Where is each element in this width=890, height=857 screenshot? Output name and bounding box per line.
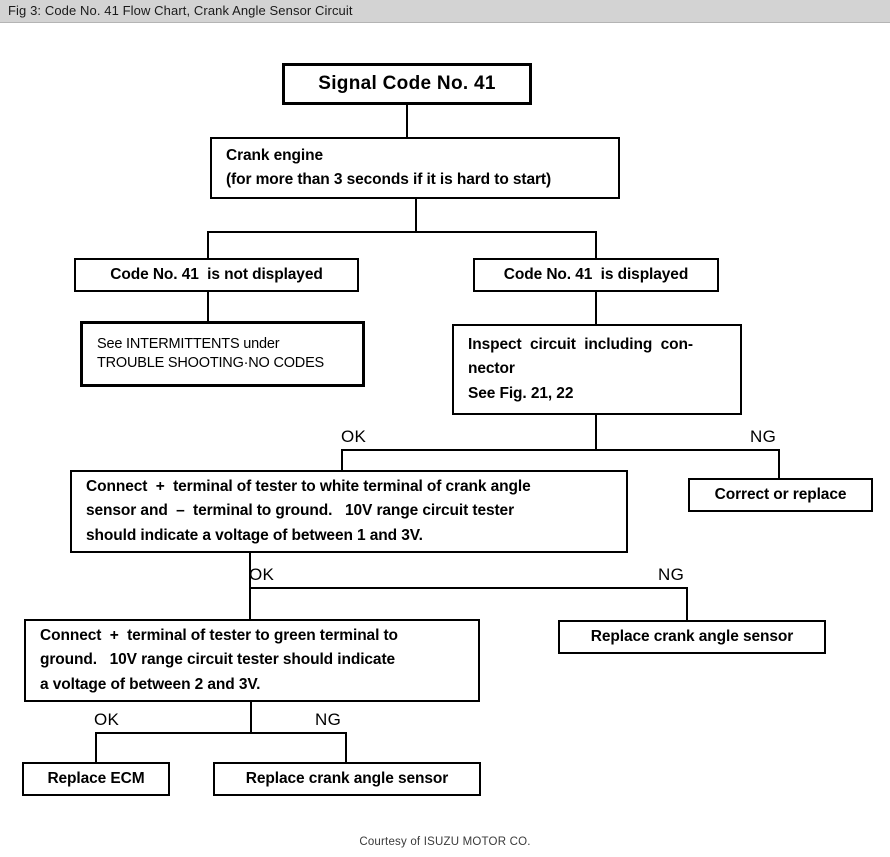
footer-attribution: Courtesy of ISUZU MOTOR CO. — [359, 836, 531, 848]
node-test-green-terminal: Connect + terminal of tester to green te… — [24, 619, 480, 702]
node-crank-engine: Crank engine (for more than 3 seconds if… — [210, 137, 620, 199]
edge-testwhite-down — [249, 553, 251, 589]
edge-split-bar-1 — [207, 231, 597, 233]
node-signal-code-41: Signal Code No. 41 — [282, 63, 532, 105]
edge-inspect-down — [595, 415, 597, 450]
node-line: Replace crank angle sensor — [245, 769, 449, 787]
node-line: Connect + terminal of tester to green te… — [40, 627, 398, 645]
branch-label-ng-3: NG — [315, 710, 342, 729]
node-line: sensor and – terminal to ground. 10V ran… — [86, 502, 515, 520]
edge-split-bar-4 — [95, 732, 347, 734]
node-line: Replace ECM — [47, 769, 145, 787]
node-line: nector — [468, 360, 515, 378]
edge-testgreen-down — [250, 702, 252, 734]
node-line: Code No. 41 is not displayed — [110, 265, 323, 283]
branch-label-ok-3: OK — [94, 710, 120, 729]
node-line: Replace crank angle sensor — [590, 627, 794, 645]
node-replace-ecm: Replace ECM — [22, 762, 170, 796]
edge-displayed-to-inspect — [595, 292, 597, 324]
node-line: Crank engine — [226, 146, 323, 164]
node-line: should indicate a voltage of between 1 a… — [86, 526, 423, 544]
edge-split-ng-3 — [686, 587, 688, 620]
edge-start-to-crank — [406, 105, 408, 137]
node-line: Code No. 41 is displayed — [503, 265, 689, 283]
node-line: (for more than 3 seconds if it is hard t… — [226, 171, 552, 188]
node-code-not-displayed: Code No. 41 is not displayed — [74, 258, 359, 292]
flowchart-canvas: Signal Code No. 41 Crank engine (for mor… — [0, 24, 890, 830]
node-replace-sensor-bottom: Replace crank angle sensor — [213, 762, 481, 796]
node-line: Signal Code No. 41 — [318, 73, 496, 94]
node-test-white-terminal: Connect + terminal of tester to white te… — [70, 470, 628, 553]
edge-split-left-1 — [207, 231, 209, 258]
node-replace-sensor-middle: Replace crank angle sensor — [558, 620, 826, 654]
node-correct-or-replace: Correct or replace — [688, 478, 873, 512]
node-line: See INTERMITTENTS under — [97, 336, 280, 353]
edge-split-right-1 — [595, 231, 597, 258]
figure-caption-text: Fig 3: Code No. 41 Flow Chart, Crank Ang… — [8, 3, 353, 18]
node-line: ground. 10V range circuit tester should … — [40, 651, 396, 669]
branch-label-ok-1: OK — [341, 427, 367, 446]
edge-split-bar-2 — [341, 449, 780, 451]
node-inspect-circuit: Inspect circuit including con- nector Se… — [452, 324, 742, 415]
node-line: TROUBLE SHOOTING·NO CODES — [97, 355, 325, 371]
edge-split-ok-3 — [249, 587, 251, 619]
edge-crank-down — [415, 199, 417, 232]
branch-label-ng-1: NG — [750, 427, 777, 446]
node-line: Inspect circuit including con- — [468, 336, 693, 354]
node-line: Connect + terminal of tester to white te… — [86, 478, 531, 496]
node-code-displayed: Code No. 41 is displayed — [473, 258, 719, 292]
node-line: See Fig. 21, 22 — [468, 384, 574, 402]
figure-caption-bar: Fig 3: Code No. 41 Flow Chart, Crank Ang… — [0, 0, 890, 23]
edge-split-ok-2 — [341, 449, 343, 470]
edge-split-ng-2 — [778, 449, 780, 478]
node-see-intermittents: See INTERMITTENTS under TROUBLE SHOOTING… — [80, 321, 365, 387]
node-line: Correct or replace — [714, 485, 847, 503]
edge-split-bar-3 — [249, 587, 688, 589]
node-line: a voltage of between 2 and 3V. — [40, 675, 261, 693]
branch-label-ok-2: OK — [249, 565, 275, 584]
edge-split-ok-4 — [95, 732, 97, 762]
edge-split-ng-4 — [345, 732, 347, 762]
branch-label-ng-2: NG — [658, 565, 685, 584]
edge-notdisplayed-to-intermittents — [207, 292, 209, 321]
